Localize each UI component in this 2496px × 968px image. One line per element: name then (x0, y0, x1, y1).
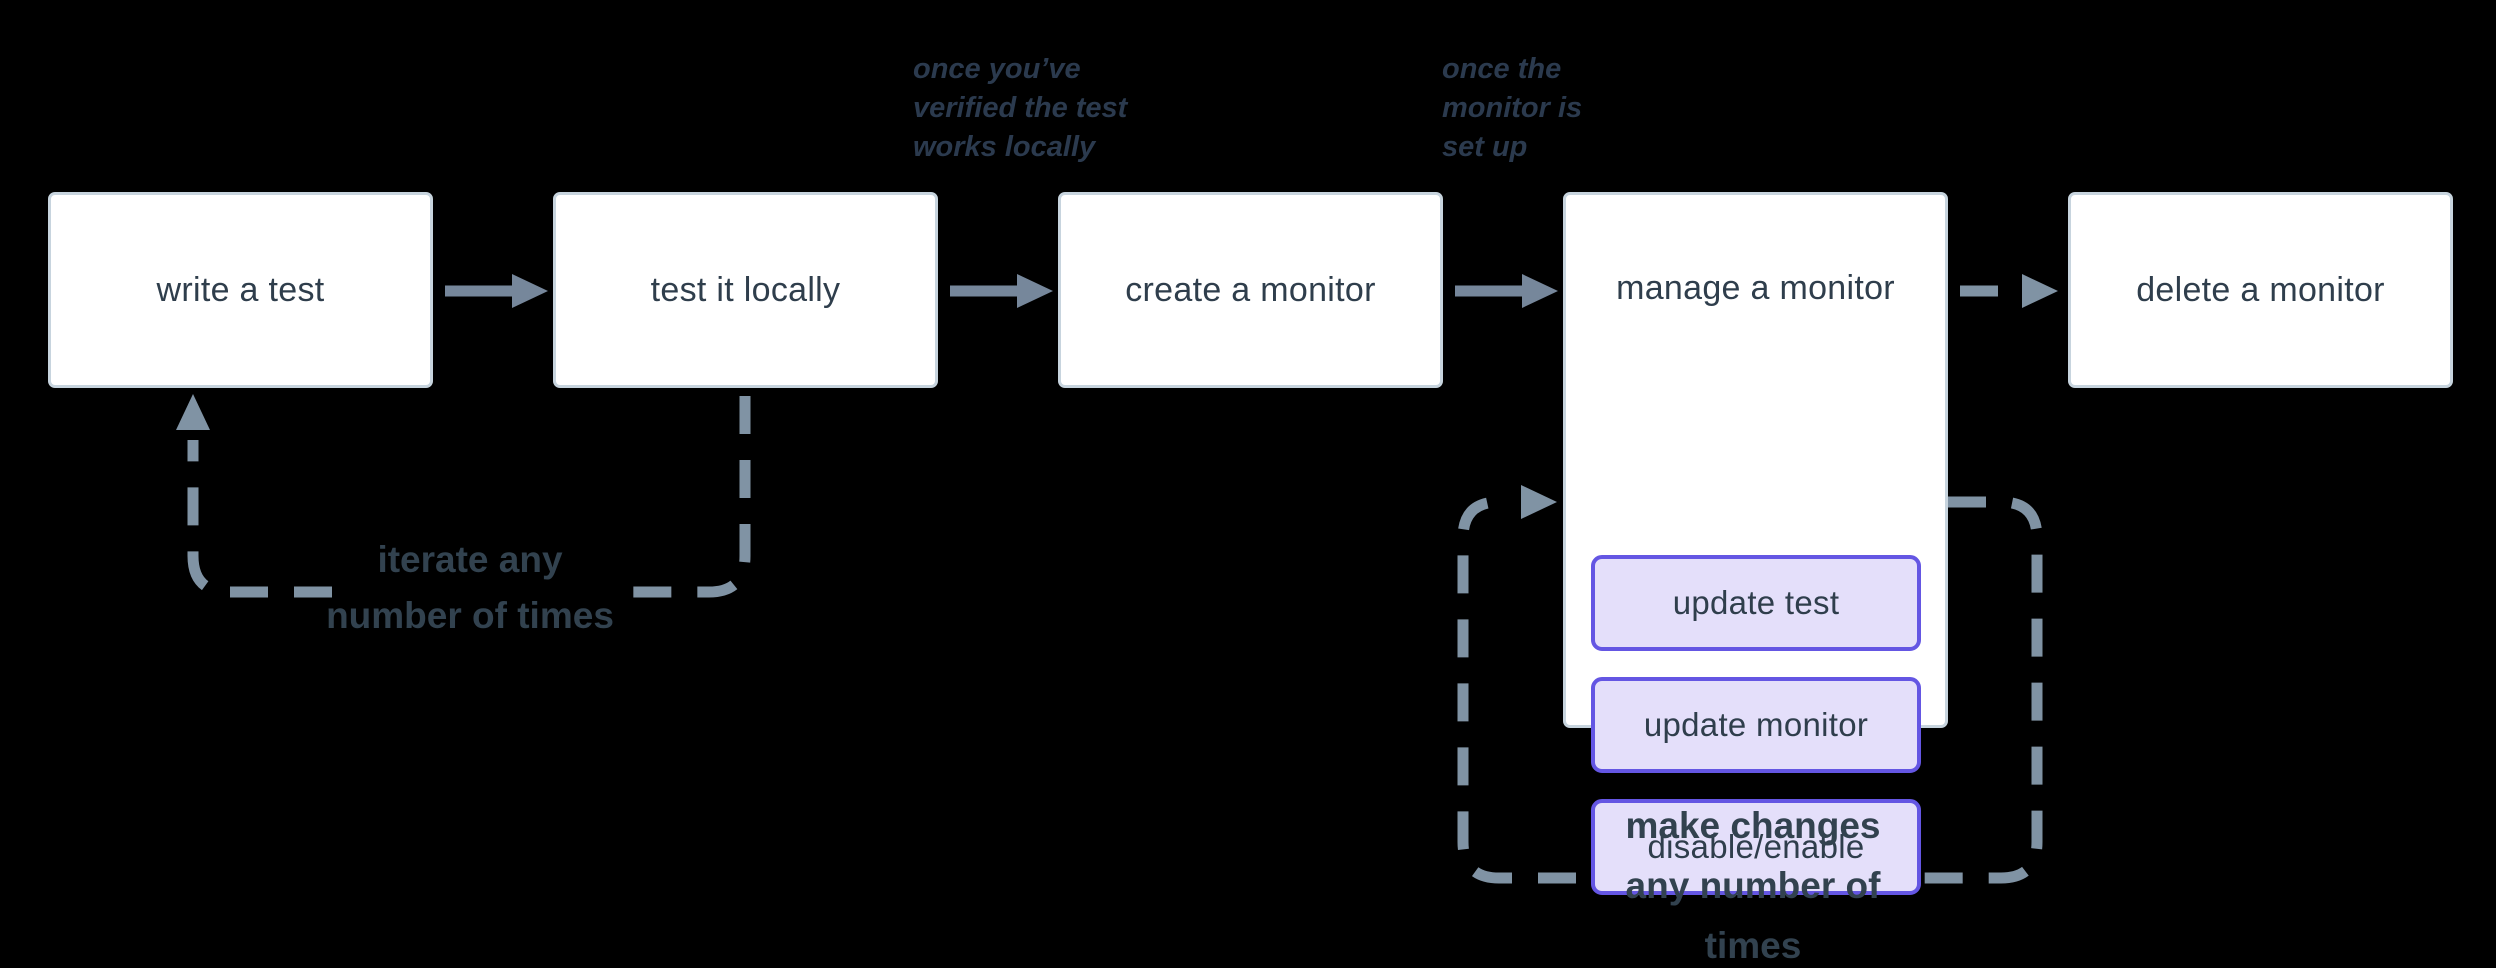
arrow-write-to-test (445, 274, 548, 308)
node-create-a-monitor: create a monitor (1058, 192, 1443, 388)
caption-line: times (1704, 925, 1802, 966)
arrow-test-to-create (950, 274, 1053, 308)
loop-caption-make-changes: make changes any number of times (1503, 796, 2003, 968)
node-write-a-test: write a test (48, 192, 433, 388)
caption-line: iterate any (377, 539, 563, 580)
annotation-line: verified the test (913, 92, 1128, 124)
node-label: write a test (156, 270, 325, 309)
subnode-label: update test (1672, 584, 1840, 621)
loop-caption-iterate: iterate any number of times (220, 532, 720, 644)
node-label: test it locally (650, 270, 841, 309)
annotation-line: once the (1442, 53, 1562, 85)
subnode-label: update monitor (1643, 706, 1869, 743)
arrow-create-to-manage (1455, 274, 1558, 308)
node-label: delete a monitor (2136, 270, 2385, 309)
subnode-update-monitor: update monitor (1591, 677, 1921, 773)
annotation-once-set-up: once the monitor is set up (1442, 50, 1582, 167)
node-delete-a-monitor: delete a monitor (2068, 192, 2453, 388)
subnode-label: disable/enable (1647, 828, 1865, 865)
annotation-line: works locally (913, 131, 1096, 163)
subnode-update-test: update test (1591, 555, 1921, 651)
node-label: create a monitor (1125, 270, 1376, 309)
loop-iterate (176, 394, 751, 598)
caption-line: number of times (326, 595, 614, 636)
node-manage-a-monitor: manage a monitor update test update moni… (1563, 192, 1948, 895)
annotation-once-verified: once you’ve verified the test works loca… (913, 50, 1127, 167)
node-label: manage a monitor (1616, 269, 1895, 307)
arrow-manage-to-delete-dashed (1960, 274, 2058, 308)
caption-line: any number of (1625, 865, 1881, 906)
annotation-line: monitor is (1442, 92, 1583, 124)
node-test-it-locally: test it locally (553, 192, 938, 388)
annotation-line: set up (1442, 131, 1528, 163)
annotation-line: once you’ve (913, 53, 1081, 85)
subnode-disable-enable: disable/enable (1591, 799, 1921, 895)
caption-line: make changes (1625, 805, 1881, 846)
loop-make-changes (1457, 485, 2043, 884)
